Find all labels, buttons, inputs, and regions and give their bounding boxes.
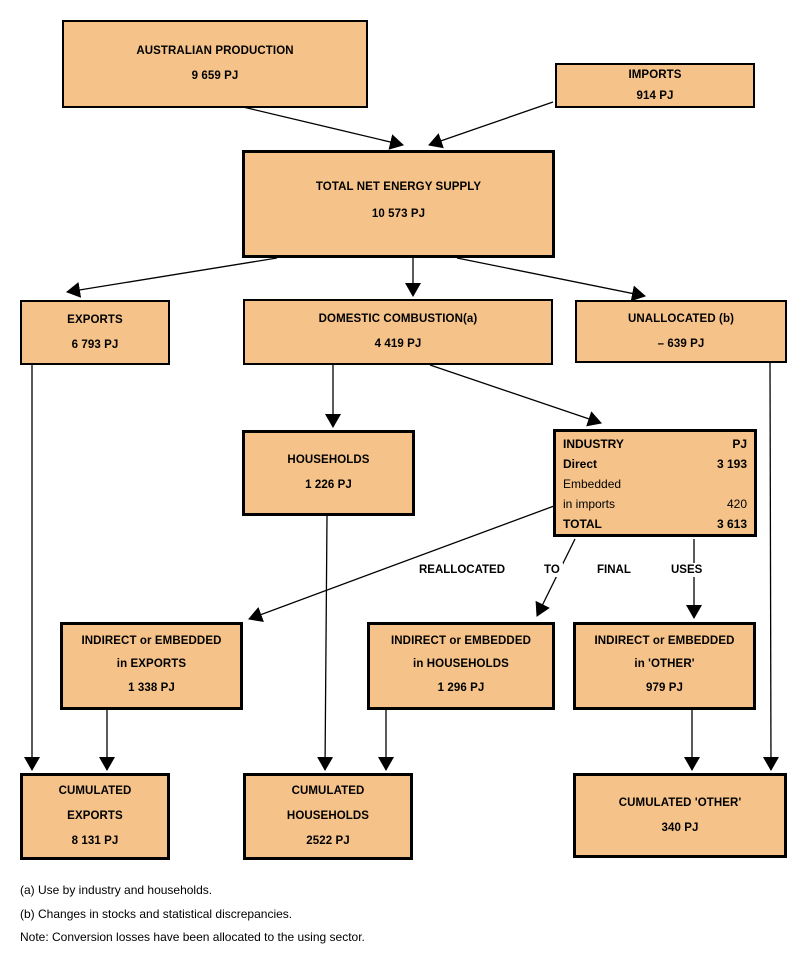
node-value: 1 338 PJ xyxy=(128,682,175,694)
node-exports: EXPORTS 6 793 PJ xyxy=(20,300,170,365)
industry-row-header: INDUSTRY PJ xyxy=(556,434,754,454)
node-value: 8 131 PJ xyxy=(71,835,119,847)
node-households: HOUSEHOLDS 1 226 PJ xyxy=(242,430,415,516)
industry-row-direct: Direct 3 193 xyxy=(556,454,754,474)
node-cumulated-other: CUMULATED 'OTHER' 340 PJ xyxy=(573,773,787,858)
node-title: CUMULATED 'OTHER' xyxy=(618,796,742,809)
industry-row-in-imports: in imports 420 xyxy=(556,494,754,514)
node-domestic-combustion: DOMESTIC COMBUSTION(a) 4 419 PJ xyxy=(243,299,553,365)
caption-to: TO xyxy=(541,563,563,577)
caption-uses: USES xyxy=(668,563,706,577)
row-label: Embedded xyxy=(563,477,622,491)
node-value: 10 573 PJ xyxy=(371,208,426,220)
footnote-b: (b) Changes in stocks and statistical di… xyxy=(20,907,293,921)
node-title: CUMULATED xyxy=(291,785,365,797)
node-title: DOMESTIC COMBUSTION(a) xyxy=(318,313,478,325)
node-industry-table: INDUSTRY PJ Direct 3 193 Embedded in imp… xyxy=(553,429,757,537)
caption-final: FINAL xyxy=(594,563,634,577)
row-value: 420 xyxy=(726,497,747,511)
node-title: CUMULATED xyxy=(58,785,132,797)
node-indirect-exports: INDIRECT or EMBEDDED in EXPORTS 1 338 PJ xyxy=(60,622,243,710)
footnote-a: (a) Use by industry and households. xyxy=(20,883,213,897)
node-imports: IMPORTS 914 PJ xyxy=(555,63,755,108)
row-label: in imports xyxy=(563,497,616,511)
node-value: 1 296 PJ xyxy=(437,682,485,694)
node-australian-production: AUSTRALIAN PRODUCTION 9 659 PJ xyxy=(62,20,368,108)
node-value: 6 793 PJ xyxy=(71,338,119,351)
node-title: INDIRECT or EMBEDDED in 'OTHER' xyxy=(594,635,735,670)
industry-row-embedded: Embedded xyxy=(556,474,754,494)
node-cumulated-exports: CUMULATED EXPORTS 8 131 PJ xyxy=(20,773,170,860)
node-value: 1 226 PJ xyxy=(305,479,352,491)
node-value: 4 419 PJ xyxy=(374,338,422,350)
node-value: 914 PJ xyxy=(636,89,674,102)
row-label: INDUSTRY xyxy=(563,437,624,451)
footnote-note: Note: Conversion losses have been alloca… xyxy=(20,930,365,944)
node-indirect-other: INDIRECT or EMBEDDED in 'OTHER' 979 PJ xyxy=(573,622,756,710)
node-title: HOUSEHOLDS xyxy=(287,454,370,466)
node-value: 340 PJ xyxy=(661,821,699,834)
node-indirect-households: INDIRECT or EMBEDDED in HOUSEHOLDS 1 296… xyxy=(367,622,555,710)
node-value: 2522 PJ xyxy=(306,835,350,847)
node-value: 9 659 PJ xyxy=(191,70,239,82)
row-label: TOTAL xyxy=(563,517,602,531)
row-label: Direct xyxy=(563,457,598,471)
node-total-net-energy-supply: TOTAL NET ENERGY SUPPLY 10 573 PJ xyxy=(242,150,555,258)
row-value: PJ xyxy=(732,437,747,451)
node-title: INDIRECT or EMBEDDED in EXPORTS xyxy=(81,635,222,670)
node-title: INDIRECT or EMBEDDED in HOUSEHOLDS xyxy=(390,635,531,670)
industry-row-total: TOTAL 3 613 xyxy=(556,514,754,534)
node-value: – 639 PJ xyxy=(657,337,705,350)
node-title-line2: HOUSEHOLDS xyxy=(286,810,370,822)
node-title: IMPORTS xyxy=(628,68,682,81)
node-title-line2: EXPORTS xyxy=(67,810,123,822)
node-cumulated-households: CUMULATED HOUSEHOLDS 2522 PJ xyxy=(243,773,413,860)
node-unallocated: UNALLOCATED (b) – 639 PJ xyxy=(575,300,787,363)
node-title: EXPORTS xyxy=(67,313,123,326)
node-title: UNALLOCATED (b) xyxy=(627,312,735,325)
row-value: 3 613 xyxy=(716,517,747,531)
row-value: 3 193 xyxy=(716,457,747,471)
node-title: AUSTRALIAN PRODUCTION xyxy=(136,45,294,57)
node-value: 979 PJ xyxy=(645,682,684,694)
node-title: TOTAL NET ENERGY SUPPLY xyxy=(315,181,482,193)
caption-reallocated: REALLOCATED xyxy=(416,563,509,577)
